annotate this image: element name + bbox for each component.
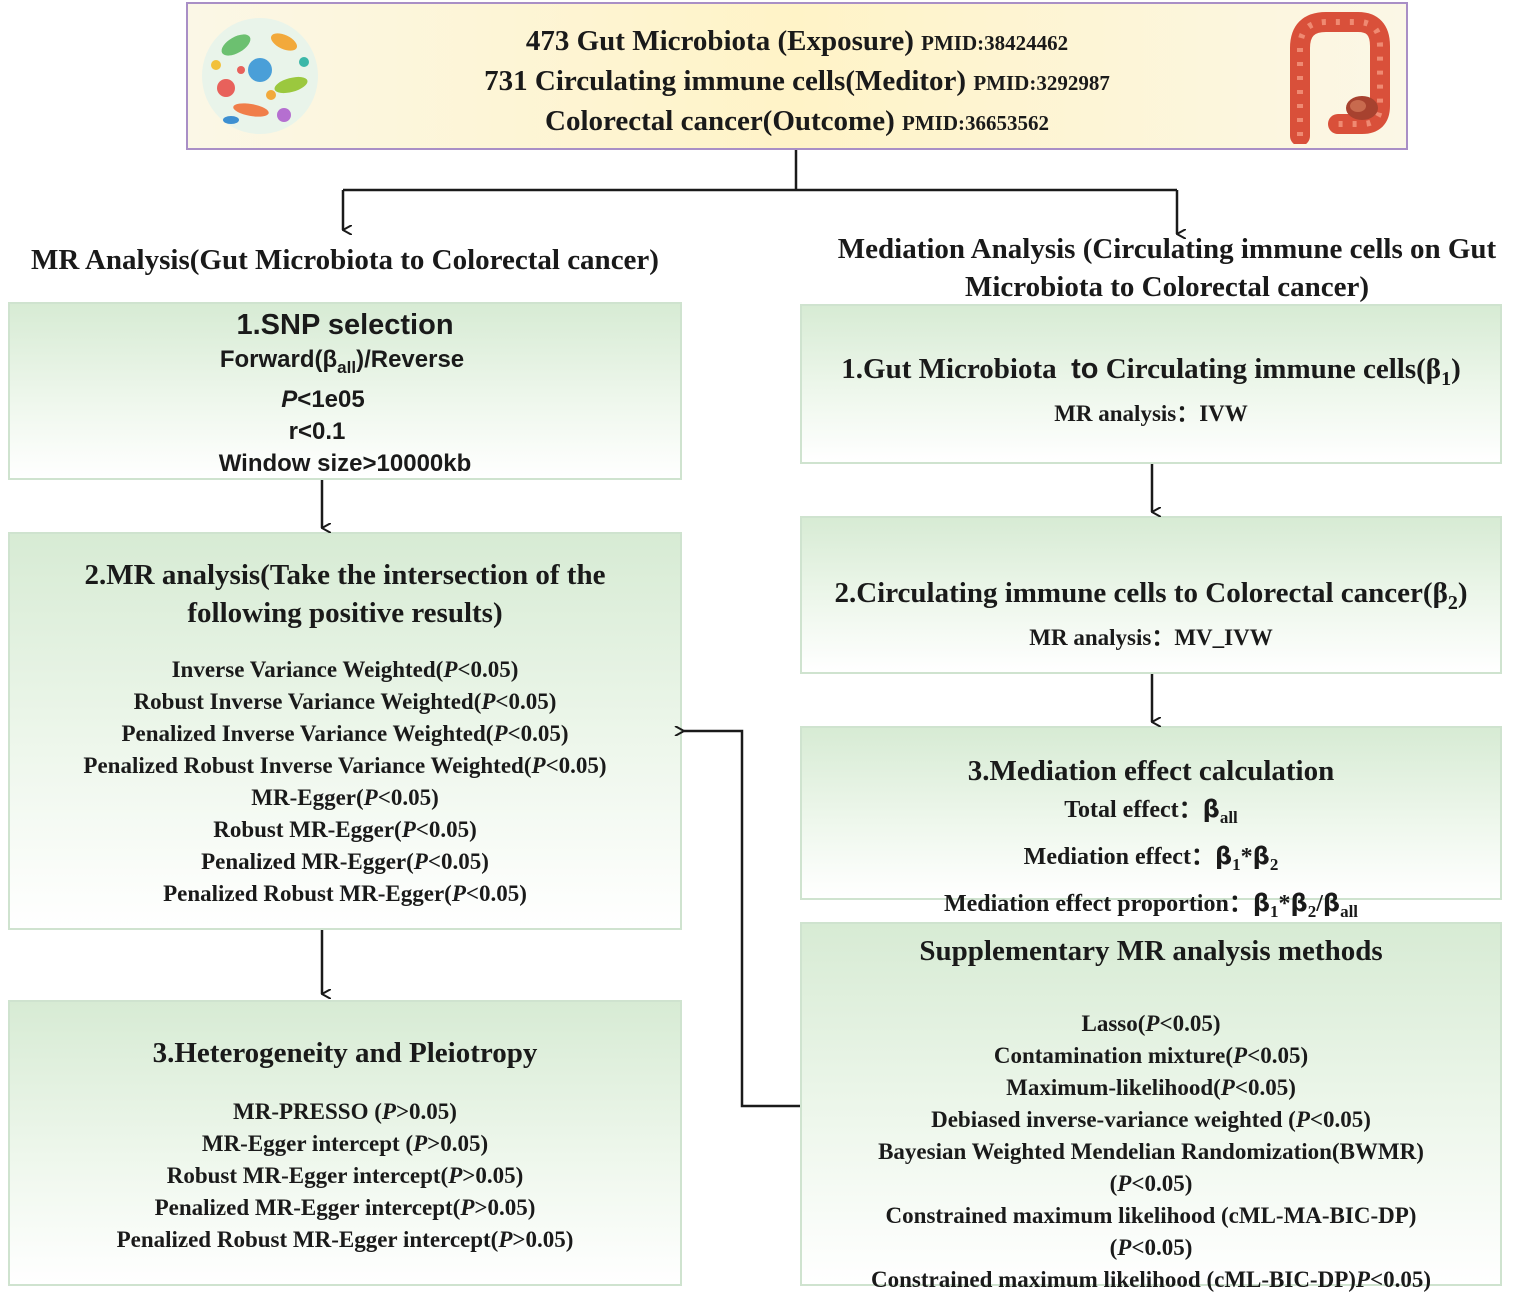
supplementary-methods-title: Supplementary MR analysis methods xyxy=(919,935,1383,967)
immune-to-crc-title: 2.Circulating immune cells to Colorectal… xyxy=(834,577,1468,614)
snp-selection-title: 1.SNP selection xyxy=(236,309,454,341)
right-section-title-line2: Microbiota to Colorectal cancer) xyxy=(965,271,1369,303)
mr-method-item: Robust MR-Egger(P<0.05) xyxy=(213,817,477,842)
mediation-effect-line: Mediation effect：β1*β2 xyxy=(1023,841,1279,874)
immune-to-crc-method: MR analysis：MV_IVW xyxy=(1029,624,1273,650)
mediation-proportion-line: Mediation effect proportion：β1*β2/βall xyxy=(943,888,1359,921)
pleiotropy-test-item: Robust MR-Egger intercept(P>0.05) xyxy=(166,1163,524,1188)
right-section-title: Mediation Analysis (Circulating immune c… xyxy=(798,230,1536,306)
mr-method-item: Robust Inverse Variance Weighted(P<0.05) xyxy=(133,689,557,714)
mediator-label: 731 Circulating immune cells(Meditor) xyxy=(484,65,967,97)
snp-selection-box: 1.SNP selection Forward(βall)/Reverse P<… xyxy=(8,302,682,480)
mediator-pmid: PMID:3292987 xyxy=(973,71,1110,95)
pleiotropy-test-list: MR-PRESSO (P>0.05) MR-Egger intercept (P… xyxy=(10,1096,680,1256)
banner-line-exposure: 473 Gut Microbiota (Exposure) PMID:38424… xyxy=(348,22,1246,62)
supplementary-method-list: Lasso(P<0.05) Contamination mixture(P<0.… xyxy=(802,1008,1500,1296)
supplementary-method-item: (P<0.05) xyxy=(1109,1171,1193,1196)
banner-text: 473 Gut Microbiota (Exposure) PMID:38424… xyxy=(348,22,1246,142)
supplementary-method-item: Constrained maximum likelihood (cML-MA-B… xyxy=(885,1203,1417,1228)
heterogeneity-box: 3.Heterogeneity and Pleiotropy MR-PRESSO… xyxy=(8,1000,682,1286)
mr-method-item: Inverse Variance Weighted(P<0.05) xyxy=(171,657,519,682)
mr-method-item: Penalized Robust Inverse Variance Weight… xyxy=(83,753,607,778)
mediation-effect-box: 3.Mediation effect calculation Total eff… xyxy=(800,726,1502,920)
snp-window-size: Window size>10000kb xyxy=(218,449,472,477)
left-section-title: MR Analysis(Gut Microbiota to Colorectal… xyxy=(31,244,659,276)
supplementary-method-item: Lasso(P<0.05) xyxy=(1081,1011,1221,1036)
microbiota-to-immune-method: MR analysis：IVW xyxy=(1054,400,1248,426)
microbiota-to-immune-box: 1.Gut Microbiota to Circulating immune c… xyxy=(800,304,1502,464)
total-effect-line: Total effect：βall xyxy=(1064,795,1238,827)
mr-method-item: Penalized MR-Egger(P<0.05) xyxy=(201,849,489,874)
supplementary-method-item: Maximum-likelihood(P<0.05) xyxy=(1006,1075,1296,1100)
pleiotropy-test-item: Penalized MR-Egger intercept(P>0.05) xyxy=(154,1195,536,1220)
outcome-pmid: PMID:36653562 xyxy=(902,111,1049,135)
exposure-label: 473 Gut Microbiota (Exposure) xyxy=(525,25,914,57)
banner-line-outcome: Colorectal cancer(Outcome) PMID:36653562 xyxy=(348,102,1246,142)
mr-analysis-box: 2.MR analysis(Take the intersection of t… xyxy=(8,532,682,930)
snp-r-threshold: r<0.1 xyxy=(288,417,346,445)
pleiotropy-test-item: MR-Egger intercept (P>0.05) xyxy=(201,1131,489,1156)
snp-pvalue: P<1e05 xyxy=(281,385,365,413)
exposure-pmid: PMID:38424462 xyxy=(921,31,1069,55)
snp-direction: Forward(βall)/Reverse xyxy=(219,346,465,377)
supplementary-method-item: Debiased inverse-variance weighted (P<0.… xyxy=(931,1107,1371,1132)
supplementary-methods-box: Supplementary MR analysis methods Lasso(… xyxy=(800,922,1502,1292)
pleiotropy-test-item: Penalized Robust MR-Egger intercept(P>0.… xyxy=(116,1227,574,1252)
supplementary-method-item: Bayesian Weighted Mendelian Randomizatio… xyxy=(878,1139,1424,1164)
header-banner: 473 Gut Microbiota (Exposure) PMID:38424… xyxy=(186,2,1408,150)
mr-method-item: Penalized Inverse Variance Weighted(P<0.… xyxy=(121,721,569,746)
pleiotropy-test-item: MR-PRESSO (P>0.05) xyxy=(233,1099,457,1124)
supplementary-method-item: Contamination mixture(P<0.05) xyxy=(993,1043,1309,1068)
heterogeneity-title: 3.Heterogeneity and Pleiotropy xyxy=(152,1037,538,1069)
mr-analysis-title-line2: following positive results) xyxy=(187,597,503,629)
microbes-illustration-icon xyxy=(202,18,318,134)
colon-illustration-icon xyxy=(1290,11,1390,144)
immune-to-crc-box: 2.Circulating immune cells to Colorectal… xyxy=(800,516,1502,674)
banner-line-mediator: 731 Circulating immune cells(Meditor) PM… xyxy=(348,62,1246,102)
supplementary-method-item: Constrained maximum likelihood (cML-BIC-… xyxy=(871,1267,1431,1292)
mr-method-item: MR-Egger(P<0.05) xyxy=(251,785,439,810)
supplementary-method-item: (P<0.05) xyxy=(1109,1235,1193,1260)
mr-method-list: Inverse Variance Weighted(P<0.05) Robust… xyxy=(10,654,680,910)
microbiota-to-immune-title: 1.Gut Microbiota to Circulating immune c… xyxy=(841,353,1461,390)
mr-method-item: Penalized Robust MR-Egger(P<0.05) xyxy=(163,881,527,906)
right-section-title-line1: Mediation Analysis (Circulating immune c… xyxy=(837,233,1497,265)
arrow-supplementary-to-mr xyxy=(684,731,800,1108)
outcome-label: Colorectal cancer(Outcome) xyxy=(545,105,895,137)
mr-analysis-title-line1: 2.MR analysis(Take the intersection of t… xyxy=(84,559,606,591)
mediation-effect-title: 3.Mediation effect calculation xyxy=(967,755,1335,787)
